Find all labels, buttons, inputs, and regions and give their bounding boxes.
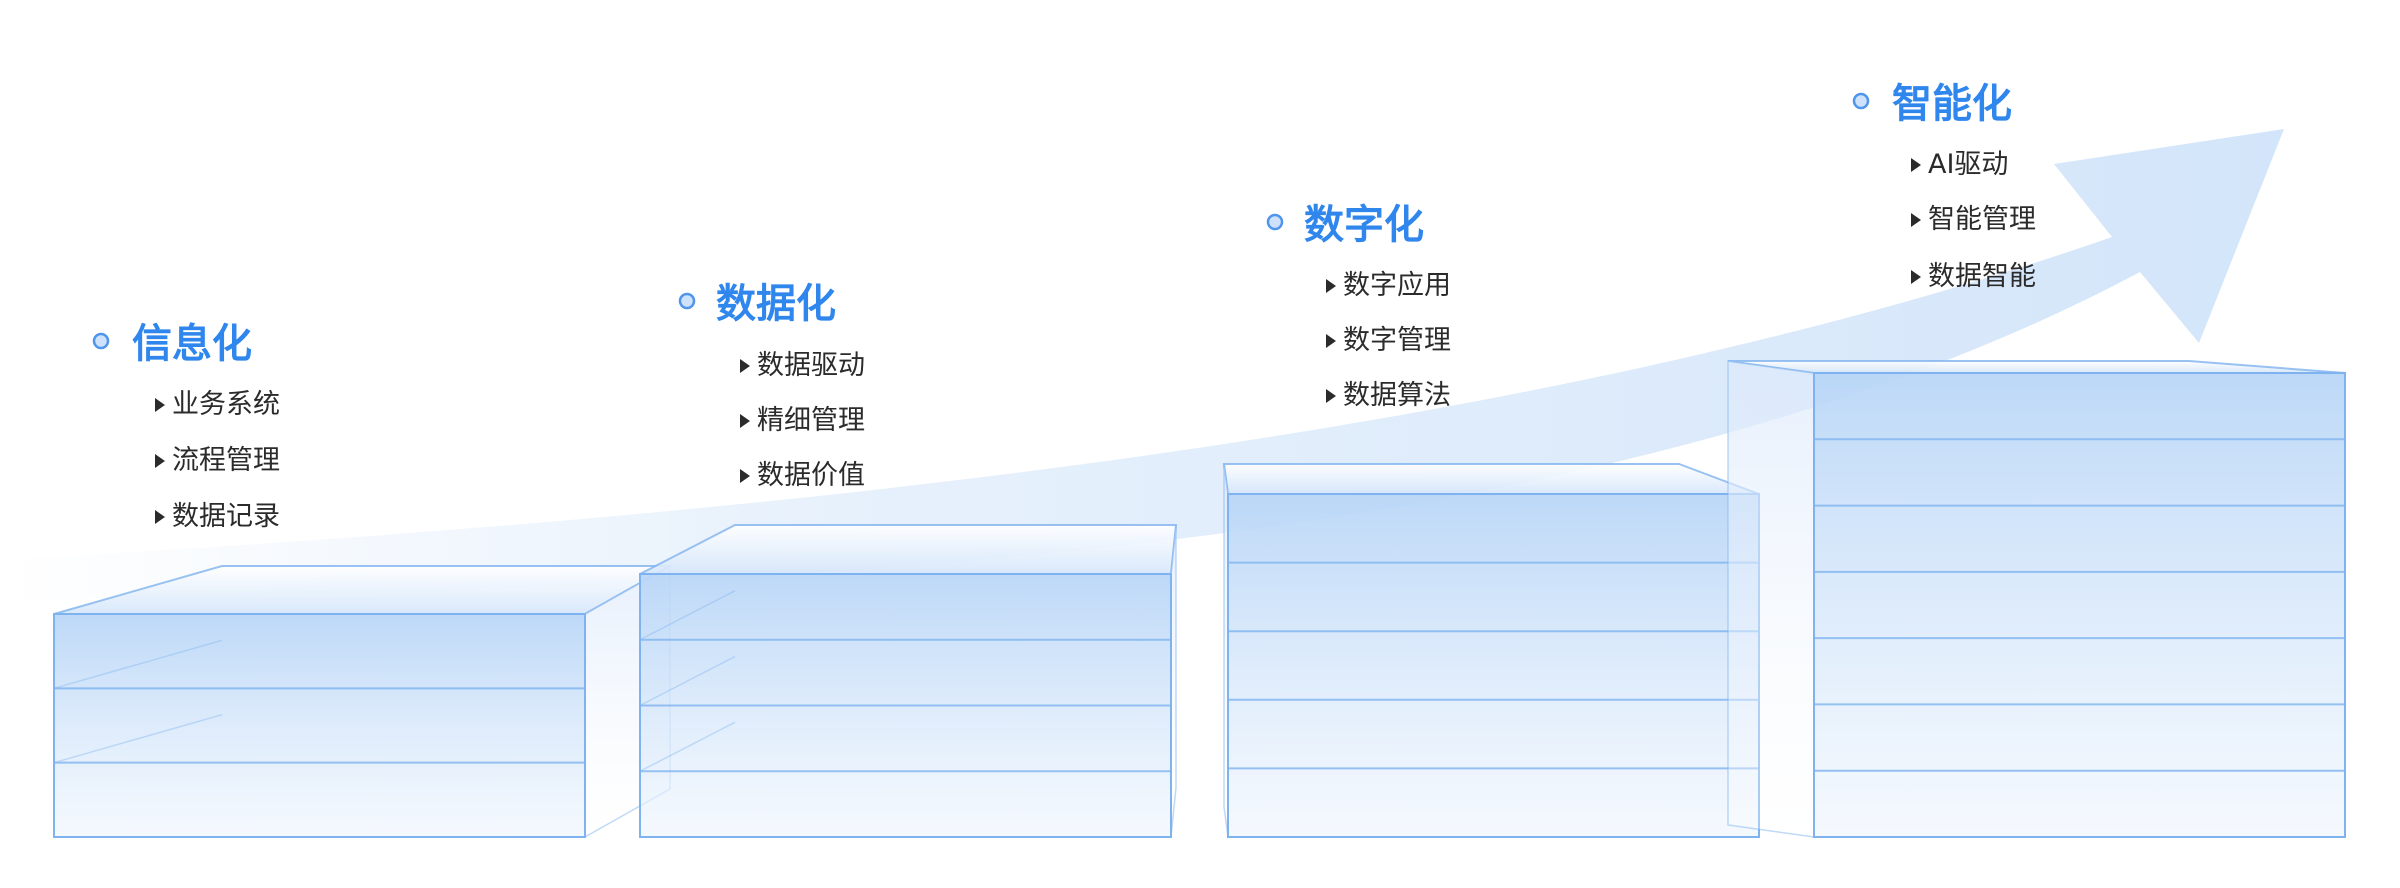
stage-item: 数据驱动 (757, 350, 865, 381)
stage-block-2 (639, 524, 1178, 838)
stage-item: 智能管理 (1928, 204, 2036, 235)
stage-block-3 (1222, 463, 1760, 838)
stage-item: 数据记录 (172, 501, 280, 532)
stage-item: 数据算法 (1343, 380, 1451, 411)
stage-title: 信息化 (132, 321, 252, 367)
bullet-triangle-icon (155, 398, 165, 412)
block-top-face (1222, 463, 1760, 495)
block-front-face (53, 613, 586, 838)
stage-dot-icon (1266, 213, 1284, 231)
bullet-triangle-icon (1911, 270, 1921, 284)
stage-item: 业务系统 (172, 389, 280, 420)
layer-inner-line (639, 590, 736, 641)
block-front-face (1227, 493, 1760, 838)
stage-item: 数字管理 (1343, 325, 1451, 356)
stage-block-1 (53, 564, 674, 839)
bullet-triangle-icon (1326, 334, 1336, 348)
layer-inner-line (639, 655, 736, 707)
layer-inner-line (53, 639, 223, 690)
bullet-triangle-icon (740, 359, 750, 373)
layer-inner-line (639, 721, 736, 772)
stage-item: 精细管理 (757, 405, 865, 436)
bullet-triangle-icon (1911, 158, 1921, 172)
stage-dot-icon (92, 332, 110, 350)
stage-dot-icon (1852, 92, 1870, 110)
block-top-face (1727, 360, 2346, 374)
bullet-triangle-icon (155, 454, 165, 468)
stage-item: AI驱动 (1928, 149, 2009, 180)
block-front-face (1813, 372, 2346, 838)
bullet-triangle-icon (740, 469, 750, 483)
block-top-face (639, 524, 1178, 575)
stage-dot-icon (678, 292, 696, 310)
stage-block-4 (1727, 360, 2346, 838)
bullet-triangle-icon (155, 510, 165, 524)
stage-title: 数字化 (1304, 202, 1424, 248)
stage-title: 数据化 (716, 281, 836, 327)
bullet-triangle-icon (1326, 389, 1336, 403)
stage-title: 智能化 (1892, 81, 2012, 127)
block-side-face (1727, 360, 1815, 838)
bullet-triangle-icon (740, 414, 750, 428)
bullet-triangle-icon (1326, 279, 1336, 293)
stage-item: 数据价值 (757, 460, 865, 491)
stage-item: 数据智能 (1928, 261, 2036, 292)
stage-item: 数字应用 (1343, 270, 1451, 301)
layer-inner-line (53, 713, 223, 764)
stage-item: 流程管理 (172, 445, 280, 476)
bullet-triangle-icon (1911, 213, 1921, 227)
